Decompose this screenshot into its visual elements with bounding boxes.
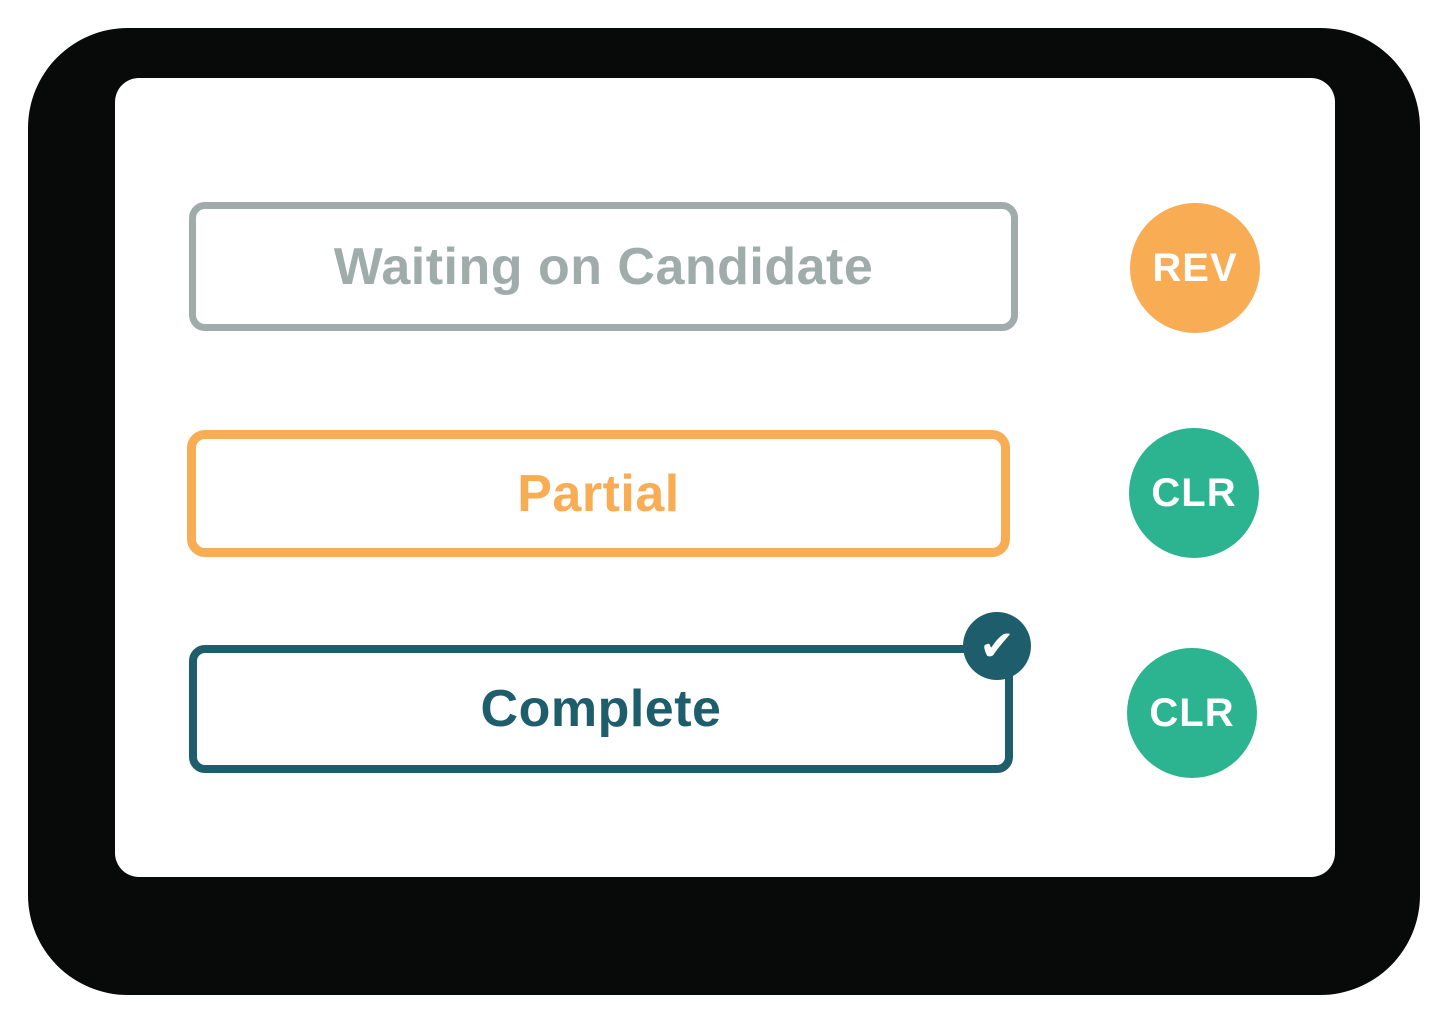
status-label-complete: Complete [480,680,722,738]
status-badge-clr-2-label: CLR [1149,690,1235,735]
status-label-waiting-on-candidate: Waiting on Candidate [333,237,874,296]
status-badge-clr-2: CLR [1127,648,1257,778]
status-badge-rev: REV [1130,203,1260,333]
check-icon: ✔ [963,612,1031,680]
check-icon-glyph: ✔ [979,622,1015,669]
status-badge-clr-1-label: CLR [1151,470,1237,515]
status-button-waiting-on-candidate[interactable]: Waiting on Candidate [189,202,1018,331]
status-badge-rev-label: REV [1152,245,1238,290]
status-label-partial: Partial [517,464,680,523]
status-button-partial[interactable]: Partial [187,430,1010,557]
status-badge-clr-1: CLR [1129,428,1259,558]
status-button-complete[interactable]: Complete [189,645,1013,773]
